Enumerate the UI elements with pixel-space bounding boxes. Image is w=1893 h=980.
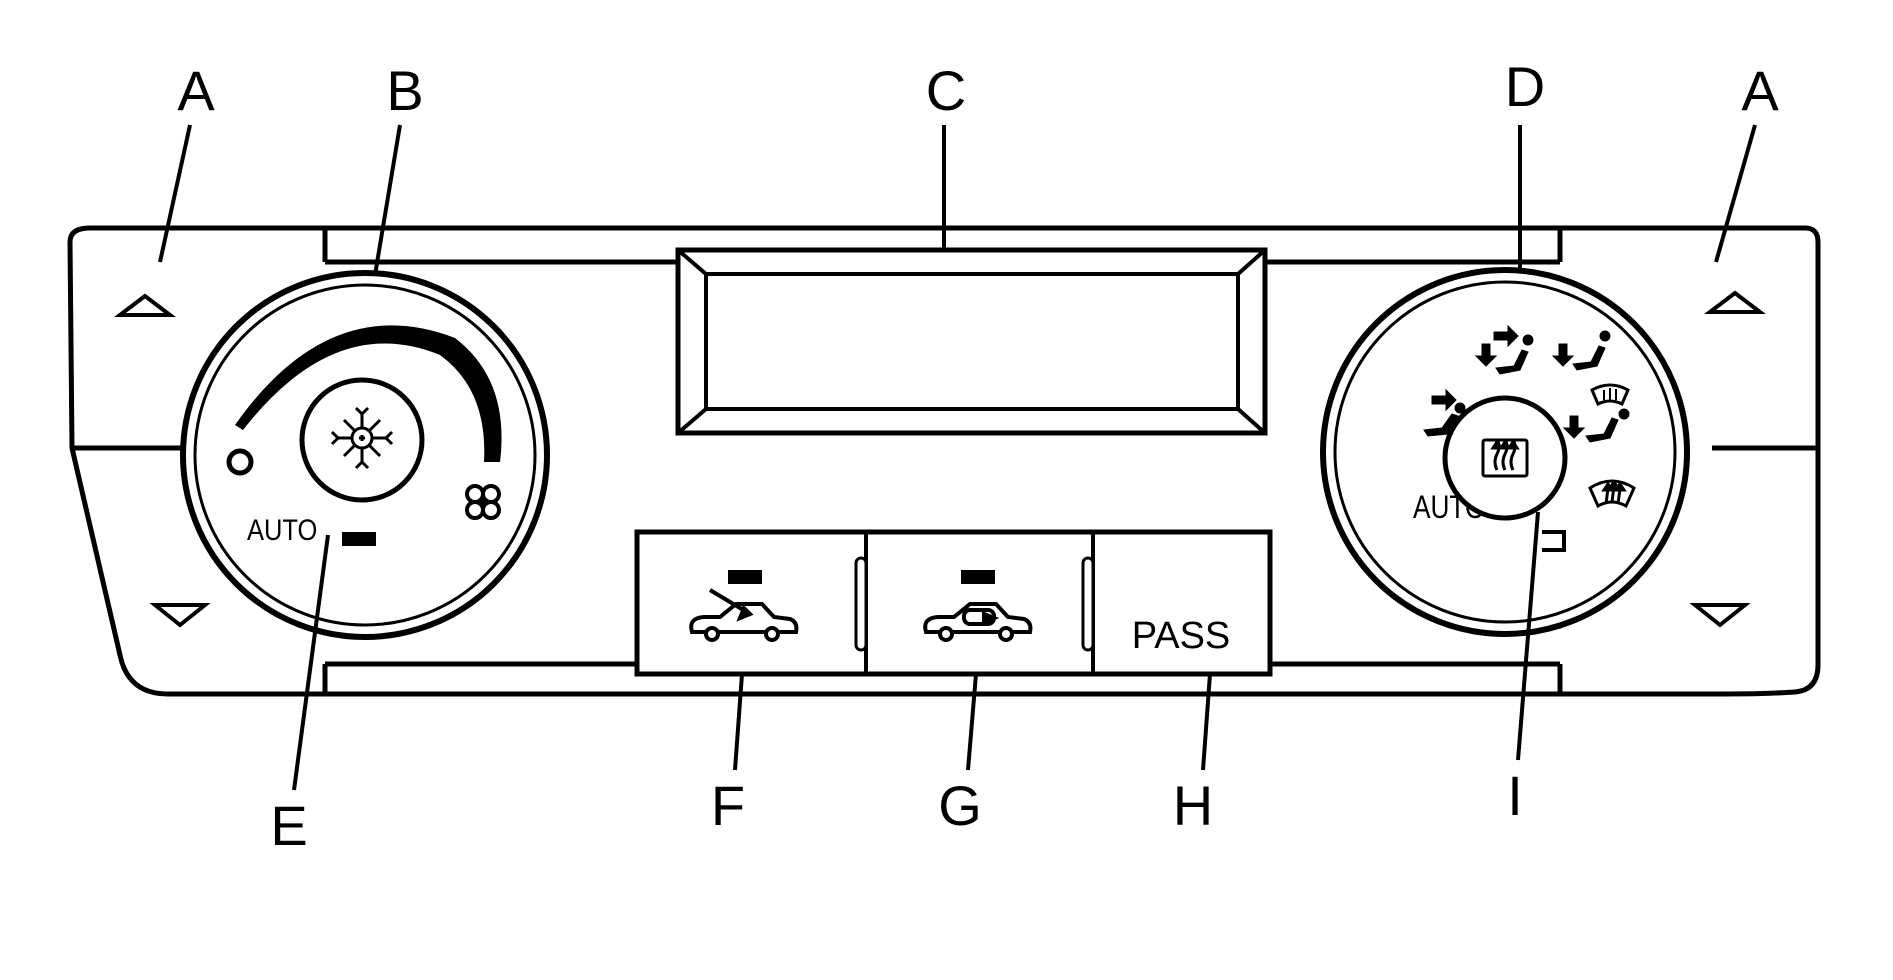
outside-air-indicator	[728, 570, 762, 584]
triangle-down-icon	[1689, 603, 1751, 628]
passenger-button-label: PASS	[1132, 615, 1231, 657]
left-temp-down-button[interactable]	[149, 603, 211, 628]
fan-speed-arc	[235, 325, 502, 462]
triangle-up-icon	[114, 293, 176, 317]
rear-defrost-indicator	[1542, 530, 1566, 552]
outside-air-button[interactable]	[689, 570, 799, 642]
callout-b: B	[386, 59, 423, 122]
callout-f: F	[711, 774, 745, 837]
floor-icon	[1551, 330, 1611, 371]
fan-auto-label: AUTO	[247, 513, 317, 546]
bi-level-icon	[1474, 324, 1534, 375]
triangle-down-icon	[149, 603, 211, 628]
defog-icon	[1562, 383, 1630, 443]
callout-e: E	[270, 794, 307, 857]
fan-auto-indicator	[342, 532, 376, 546]
triangle-up-icon	[1704, 290, 1766, 314]
recirculation-indicator	[961, 570, 995, 584]
fan-icon	[465, 484, 501, 520]
defrost-icon	[1588, 479, 1636, 509]
outside-air-icon	[689, 588, 799, 642]
callout-d: D	[1505, 55, 1545, 118]
ac-button[interactable]	[299, 377, 425, 503]
right-temp-down-button[interactable]	[1689, 603, 1751, 628]
callout-c: C	[926, 59, 966, 122]
callout-i: I	[1507, 764, 1523, 827]
rear-defrost-button[interactable]	[1442, 395, 1568, 521]
rear-defrost-icon	[1481, 438, 1529, 478]
right-temp-up-button[interactable]	[1704, 290, 1766, 314]
leader-lines	[158, 124, 1757, 791]
passenger-button[interactable]: PASS	[1132, 615, 1231, 657]
callout-g: G	[938, 774, 982, 837]
callout-a-right: A	[1741, 59, 1779, 122]
fan-off-mark	[226, 448, 254, 476]
ac-snowflake-icon	[330, 406, 394, 470]
recirculation-button[interactable]	[923, 570, 1033, 642]
left-temp-up-button[interactable]	[114, 293, 176, 317]
callout-a-left: A	[177, 59, 215, 122]
callout-h: H	[1173, 774, 1213, 837]
display-screen	[675, 247, 1268, 436]
recirculation-icon	[923, 602, 1033, 642]
